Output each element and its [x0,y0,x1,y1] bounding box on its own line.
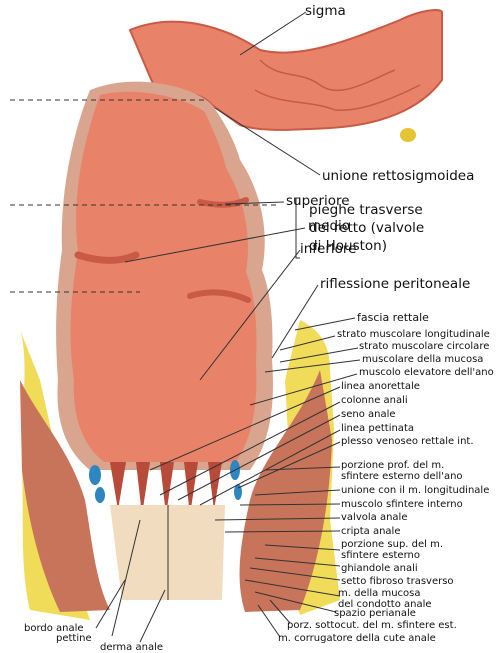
inferior-fold [187,289,251,303]
label-sfintere-interno: muscolo sfintere interno [341,499,463,510]
label-linea-pettinata: linea pettinata [341,423,414,434]
label-bordo-anale: bordo anale [24,623,84,634]
left-sphincter-muscle [20,380,110,612]
label-seno-anale: seno anale [341,409,396,420]
label-unione-rettosigmoidea: unione rettosigmoidea [322,168,475,184]
label-pieghe-2: del retto (valvole [309,220,425,236]
label-sigma: sigma [305,3,346,19]
right-sphincter-muscle [239,370,332,612]
label-plesso-venoso: plesso venoseo rettale int. [341,436,474,447]
sigmoid-colon [128,9,443,131]
label-linea-anorettale: linea anorettale [341,381,420,392]
label-porzione-sup-1: porzione sup. del m. [341,539,444,550]
sigmoid-folds [254,59,421,111]
label-spazio-perianale: spazio perianale [334,608,416,619]
label-elevatore-ano: muscolo elevatore dell'ano [359,367,494,378]
label-derma-anale: derma anale [100,642,164,653]
superior-fold [197,197,249,208]
label-cripta-anale: cripta anale [341,526,401,537]
anal-columns [110,462,222,515]
level-lines [10,99,280,293]
leader-lines [95,11,361,643]
label-medio: medio [308,218,351,234]
label-muscolare-mucosa: muscolare della mucosa [362,354,484,365]
label-strato-long: strato muscolare longitudinale [337,329,490,340]
label-setto-fibroso: setto fibroso trasverso [341,576,454,587]
label-pieghe-1: pieghe trasverse [309,202,423,218]
label-strato-circ: strato muscolare circolare [359,341,490,352]
rectum-lumen [70,91,257,462]
label-colonne-anali: colonne anali [341,395,408,406]
label-porzione-prof-2: sfintere esterno dell'ano [341,471,463,482]
label-corrugatore: m. corrugatore della cute anale [278,633,436,644]
label-fascia-rettale: fascia rettale [357,311,429,324]
appendix-epiploica [400,128,416,142]
middle-fold [74,251,140,264]
label-valvola-anale: valvola anale [341,512,408,523]
label-riflessione-peritoneale: riflessione peritoneale [320,276,471,292]
label-mucosa-2: del condotto anale [338,599,432,610]
label-porzione-prof-1: porzione prof. del m. [341,460,445,471]
label-porz-sottocut: porz. sottocut. del m. sfintere est. [287,620,457,631]
label-inferiore: inferiore [300,241,357,257]
label-superiore: superiore [286,193,350,209]
label-pieghe-3: di Houston) [309,238,387,254]
label-ghiandole-anali: ghiandole anali [341,563,418,574]
label-mucosa-1: m. della mucosa [338,588,421,599]
venous-plexus [89,460,242,503]
label-pettine: pettine [56,633,92,644]
label-unione-long: unione con il m. longitudinale [341,485,490,496]
label-porzione-sup-2: sfintere esterno [341,550,420,561]
